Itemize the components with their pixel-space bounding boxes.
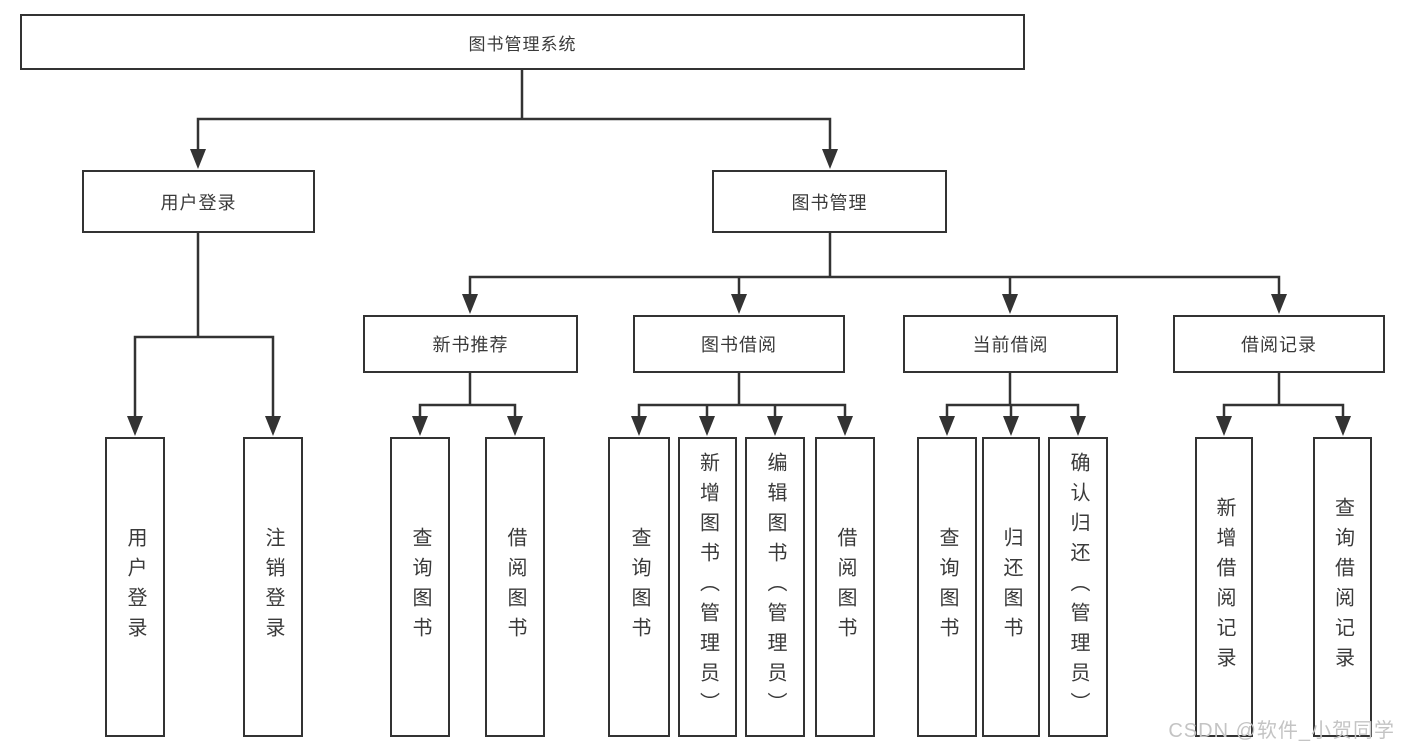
leaf-logout: 注销登录 [243, 437, 303, 737]
node-label: 注销登录 [262, 527, 284, 647]
node-label: 新增借阅记录 [1213, 497, 1235, 677]
node-label: 确认归还（管理员） [1067, 452, 1089, 722]
node-label: 用户登录 [124, 527, 146, 647]
node-label: 当前借阅 [972, 335, 1049, 355]
node-label: 用户登录 [160, 192, 237, 213]
node-label: 查询图书 [409, 527, 431, 647]
leaf-add-borrow-record: 新增借阅记录 [1195, 437, 1253, 737]
node-label: 新增图书（管理员） [696, 452, 719, 722]
leaf-borrow-query-books: 查询图书 [608, 437, 670, 737]
node-label: 查询借阅记录 [1331, 497, 1354, 677]
node-label: 借阅图书 [834, 527, 856, 647]
node-label: 归还图书 [1000, 527, 1022, 647]
node-current-borrowing: 当前借阅 [903, 315, 1118, 373]
node-borrowing-records: 借阅记录 [1173, 315, 1385, 373]
node-label: 借阅记录 [1241, 335, 1317, 355]
leaf-borrow-books: 借阅图书 [815, 437, 875, 737]
node-label: 借阅图书 [504, 527, 526, 647]
leaf-recommend-borrow-books: 借阅图书 [485, 437, 545, 737]
node-label: 编辑图书（管理员） [764, 452, 786, 722]
csdn-watermark: CSDN @软件_小贺同学 [1168, 720, 1395, 742]
node-label: 图书管理系统 [468, 34, 577, 54]
leaf-current-query-books: 查询图书 [917, 437, 977, 737]
leaf-user-login: 用户登录 [105, 437, 165, 737]
leaf-recommend-query-books: 查询图书 [390, 437, 450, 737]
node-label: 图书管理 [791, 192, 868, 213]
node-book-borrowing: 图书借阅 [633, 315, 845, 373]
leaf-return-books: 归还图书 [982, 437, 1040, 737]
leaf-edit-books-admin: 编辑图书（管理员） [745, 437, 805, 737]
node-book-management: 图书管理 [712, 170, 947, 233]
node-new-book-recommendation: 新书推荐 [363, 315, 578, 373]
leaf-add-books-admin: 新增图书（管理员） [678, 437, 737, 737]
leaf-confirm-return-admin: 确认归还（管理员） [1048, 437, 1108, 737]
node-user-login: 用户登录 [82, 170, 315, 233]
node-label: 查询图书 [628, 527, 650, 647]
node-label: 图书借阅 [701, 335, 777, 355]
node-label: 查询图书 [936, 527, 958, 647]
node-label: 新书推荐 [432, 335, 509, 355]
node-root-library-system: 图书管理系统 [20, 14, 1025, 70]
leaf-query-borrow-record: 查询借阅记录 [1313, 437, 1372, 737]
